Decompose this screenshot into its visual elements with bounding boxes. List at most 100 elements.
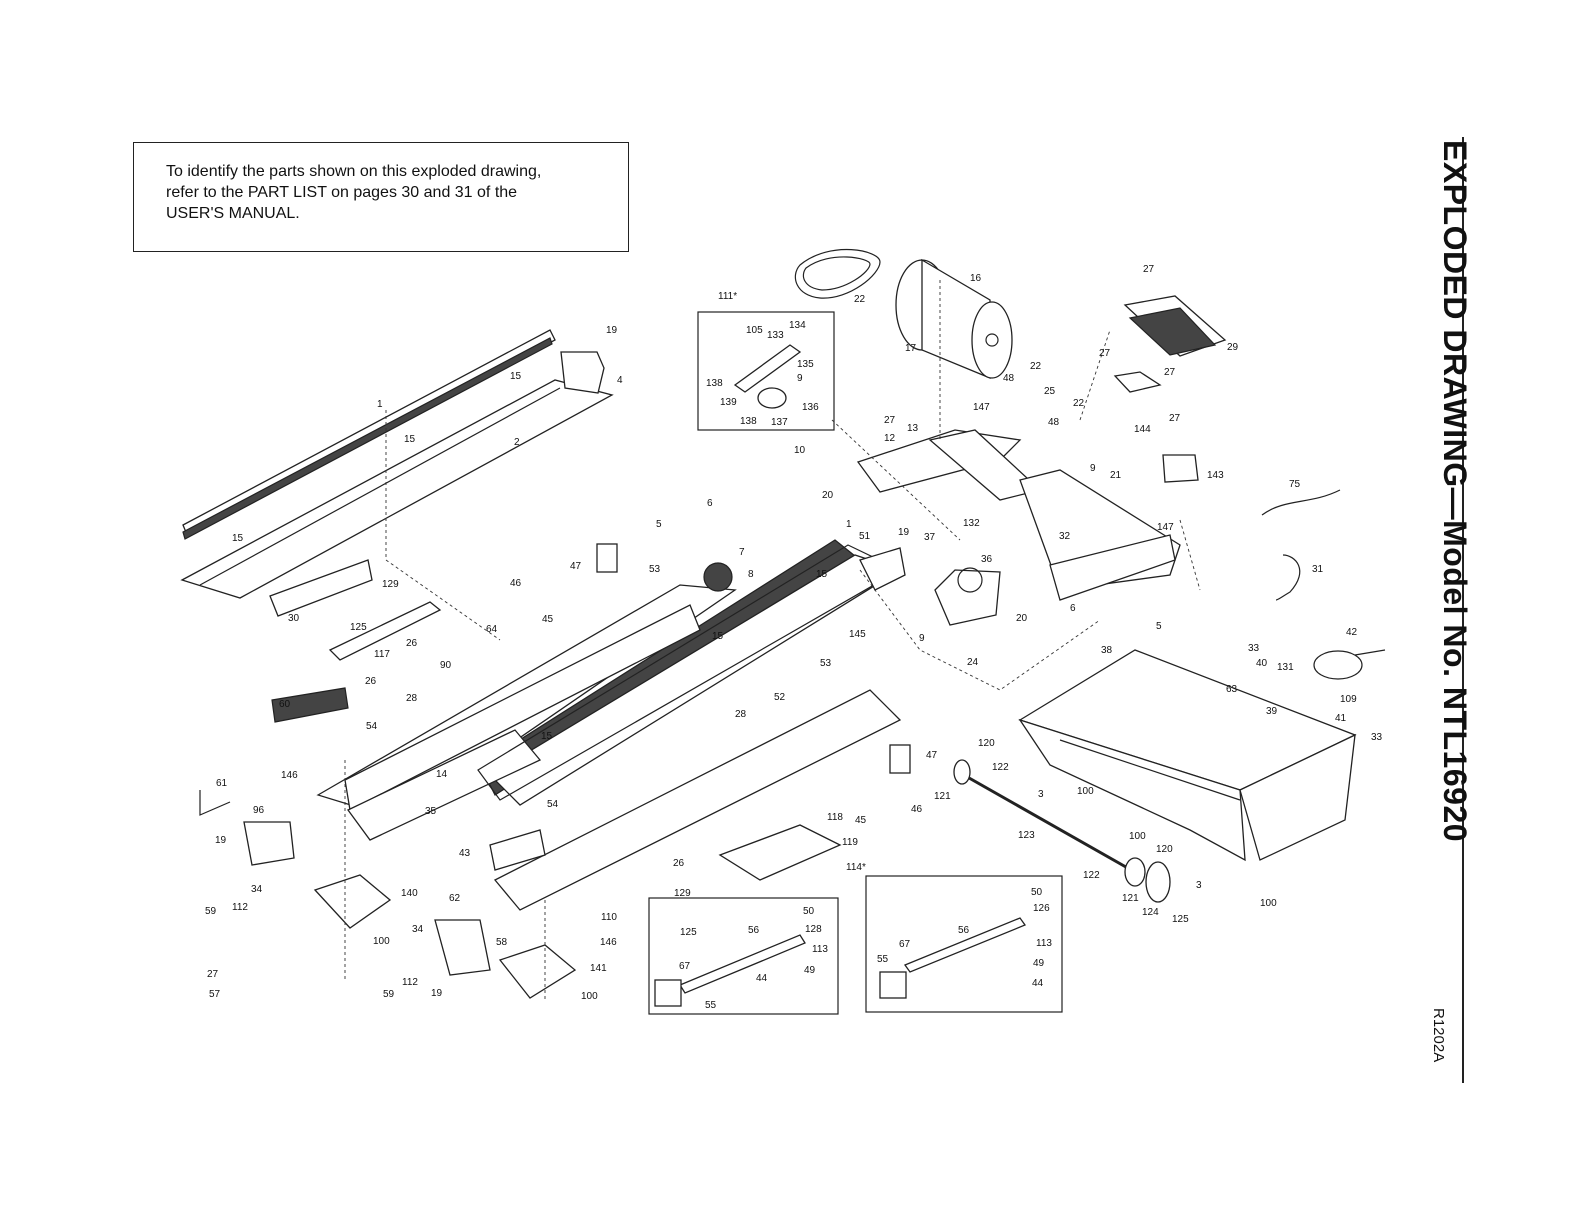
callout-15d: 15 bbox=[816, 569, 828, 580]
crank-arm bbox=[733, 344, 802, 393]
callout-50b: 50 bbox=[1031, 887, 1043, 898]
callout-47b: 47 bbox=[926, 750, 938, 761]
callout-105: 105 bbox=[746, 325, 763, 336]
callout-34a: 34 bbox=[251, 884, 263, 895]
callout-38: 38 bbox=[1101, 645, 1113, 656]
callout-15a: 15 bbox=[510, 371, 522, 382]
inset-box-111 bbox=[697, 311, 835, 431]
callout-58: 58 bbox=[496, 937, 508, 948]
callout-57: 57 bbox=[209, 989, 221, 1000]
callout-44b: 44 bbox=[1032, 978, 1044, 989]
callout-119: 119 bbox=[842, 837, 858, 848]
callout-26b: 26 bbox=[365, 676, 377, 687]
callout-52: 52 bbox=[774, 692, 786, 703]
callout-51: 51 bbox=[859, 531, 871, 542]
callout-22b: 22 bbox=[1030, 361, 1042, 372]
callout-64: 64 bbox=[486, 624, 498, 635]
foot-96 bbox=[243, 821, 295, 866]
callout-129b: 129 bbox=[674, 888, 691, 899]
inset-box-114 bbox=[865, 875, 1063, 1013]
left-side-rail bbox=[180, 329, 614, 599]
callout-15b: 15 bbox=[404, 434, 416, 445]
clip-31 bbox=[1275, 554, 1301, 601]
callout-19b: 19 bbox=[898, 527, 910, 538]
callout-112b: 112 bbox=[402, 977, 418, 988]
callout-19d: 19 bbox=[431, 988, 443, 999]
callout-27b: 27 bbox=[1099, 348, 1111, 359]
callout-125c: 125 bbox=[350, 622, 367, 633]
callout-2: 2 bbox=[514, 437, 520, 448]
callout-123: 123 bbox=[1018, 830, 1035, 841]
callout-27a: 27 bbox=[1143, 264, 1155, 275]
callout-41: 41 bbox=[1335, 713, 1347, 724]
callout-120a: 120 bbox=[978, 738, 995, 749]
power-cord bbox=[1313, 650, 1363, 680]
cable-75 bbox=[1261, 489, 1341, 516]
callout-54b: 54 bbox=[547, 799, 559, 810]
callout-28a: 28 bbox=[406, 693, 418, 704]
callout-147b: 147 bbox=[1157, 522, 1174, 533]
callout-117: 117 bbox=[374, 649, 390, 660]
callout-61: 61 bbox=[216, 778, 228, 789]
callout-143: 143 bbox=[1207, 470, 1224, 481]
callout-124: 124 bbox=[1142, 907, 1159, 918]
roller-axle bbox=[953, 759, 1171, 903]
bracket-47a bbox=[596, 543, 618, 573]
callout-30: 30 bbox=[288, 613, 300, 624]
callout-9b: 9 bbox=[1090, 463, 1096, 474]
callout-67b: 67 bbox=[899, 939, 911, 950]
callout-59b: 59 bbox=[383, 989, 395, 1000]
callout-131: 131 bbox=[1277, 662, 1294, 673]
part-129 bbox=[269, 559, 373, 617]
note-line-2: refer to the PART LIST on pages 30 and 3… bbox=[166, 184, 518, 201]
drive-belt bbox=[794, 248, 881, 299]
callout-10: 10 bbox=[794, 445, 806, 456]
callout-1b: 1 bbox=[846, 519, 852, 530]
callout-22a: 22 bbox=[854, 294, 866, 305]
callout-146a: 146 bbox=[281, 770, 298, 781]
callout-46a: 46 bbox=[510, 578, 522, 589]
callout-5b: 5 bbox=[1156, 621, 1162, 632]
callout-109: 109 bbox=[1340, 694, 1357, 705]
callout-22c: 22 bbox=[1073, 398, 1085, 409]
callout-147a: 147 bbox=[973, 402, 990, 413]
treadmill-deck bbox=[316, 539, 902, 911]
callout-8: 8 bbox=[748, 569, 754, 580]
callout-141: 141 bbox=[590, 963, 607, 974]
page-title: EXPLODED DRAWING—Model No. NTL16920 bbox=[1437, 140, 1473, 843]
callout-17: 17 bbox=[905, 343, 917, 354]
callout-145: 145 bbox=[849, 629, 866, 640]
callout-100c: 100 bbox=[1077, 786, 1094, 797]
callout-118: 118 bbox=[827, 812, 843, 823]
callout-55a: 55 bbox=[705, 1000, 717, 1011]
callout-128: 128 bbox=[805, 924, 822, 935]
callout-122b: 122 bbox=[1083, 870, 1100, 881]
callout-40: 40 bbox=[1256, 658, 1268, 669]
callout-112a: 112 bbox=[232, 902, 248, 913]
callout-129a: 129 bbox=[382, 579, 399, 590]
callout-113a: 113 bbox=[812, 944, 828, 955]
callout-28b: 28 bbox=[735, 709, 747, 720]
part-143 bbox=[1162, 454, 1199, 483]
callout-75: 75 bbox=[1289, 479, 1301, 490]
callout-121b: 121 bbox=[1122, 893, 1139, 904]
callout-25: 25 bbox=[1044, 386, 1056, 397]
callout-5a: 5 bbox=[656, 519, 662, 530]
foot-141 bbox=[498, 944, 577, 999]
decal-60 bbox=[271, 687, 349, 723]
wrench-61 bbox=[199, 790, 231, 816]
instruction-note: To identify the parts shown on this expl… bbox=[133, 142, 629, 252]
callout-15c: 15 bbox=[232, 533, 244, 544]
callout-121a: 121 bbox=[934, 791, 951, 802]
callout-139: 139 bbox=[720, 397, 737, 408]
callout-19a: 19 bbox=[606, 325, 618, 336]
callout-100a: 100 bbox=[373, 936, 390, 947]
callout-53a: 53 bbox=[649, 564, 661, 575]
callout-96: 96 bbox=[253, 805, 265, 816]
callout-125b: 125 bbox=[1172, 914, 1189, 925]
callout-120b: 120 bbox=[1156, 844, 1173, 855]
callout-132: 132 bbox=[963, 518, 980, 529]
callout-45b: 45 bbox=[855, 815, 867, 826]
callout-55b: 55 bbox=[877, 954, 889, 965]
callout-13: 13 bbox=[907, 423, 919, 434]
